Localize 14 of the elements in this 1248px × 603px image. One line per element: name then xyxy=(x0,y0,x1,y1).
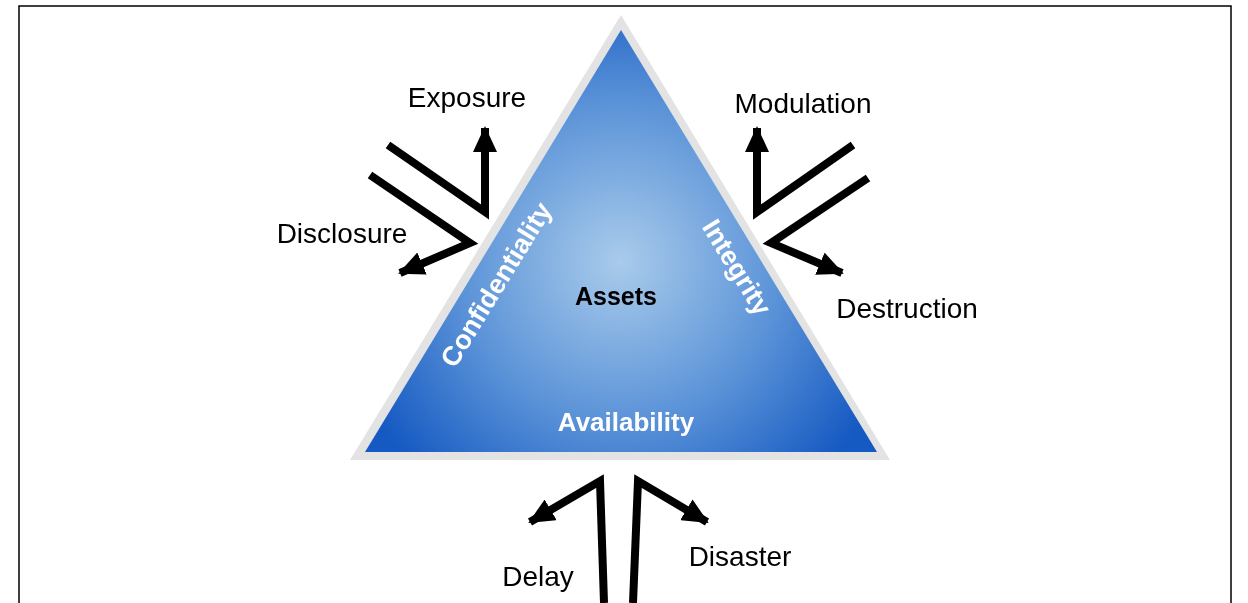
side-label: Availability xyxy=(557,407,695,437)
threat-label: Exposure xyxy=(407,82,527,114)
arrow xyxy=(762,174,871,277)
arrow xyxy=(527,474,608,603)
threat-label: Destruction xyxy=(836,293,978,325)
threat-label: Disclosure xyxy=(276,218,408,250)
arrow xyxy=(629,474,710,603)
threat-label: Modulation xyxy=(734,88,872,120)
arrow xyxy=(745,126,856,220)
arrow xyxy=(367,171,479,277)
center-label: Assets xyxy=(575,283,657,311)
threat-label: Disaster xyxy=(688,541,792,573)
arrow xyxy=(385,126,497,220)
threat-label: Delay xyxy=(502,561,574,593)
